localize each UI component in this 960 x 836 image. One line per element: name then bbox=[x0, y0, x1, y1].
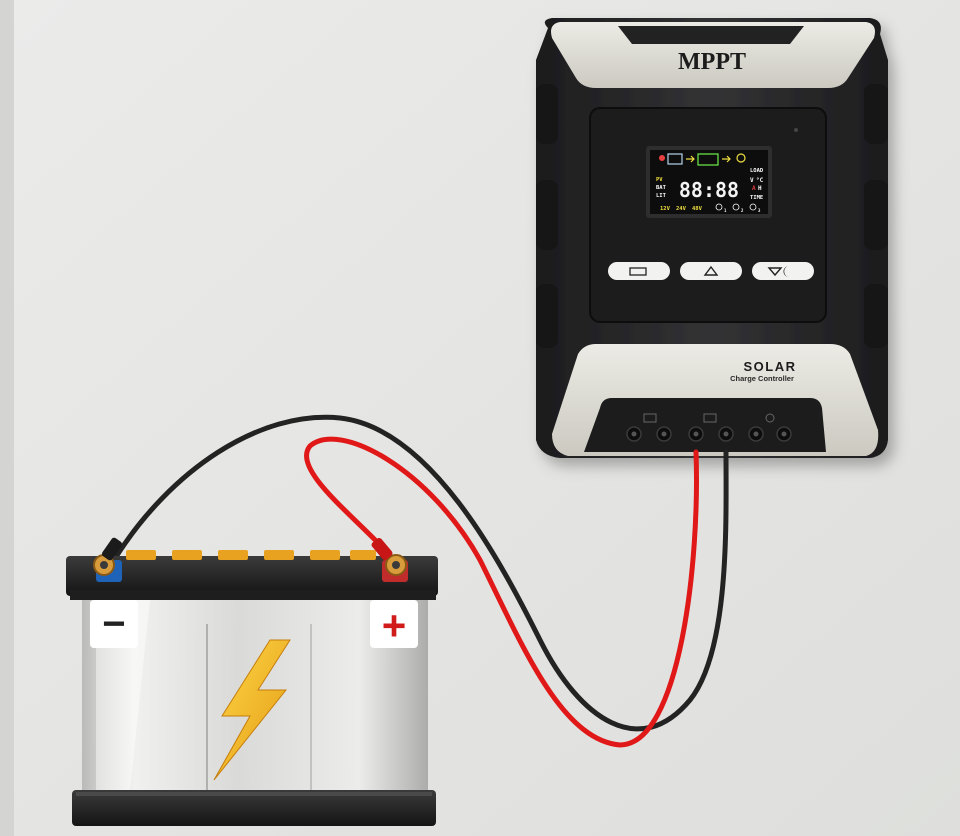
car-battery: − + bbox=[66, 537, 438, 826]
load-port-icon bbox=[765, 413, 775, 423]
lcd-screen bbox=[650, 150, 768, 214]
lcd-label-amp: A bbox=[752, 185, 756, 192]
up-button-cap[interactable] bbox=[680, 262, 742, 280]
lcd-label-celsius: °C bbox=[756, 177, 764, 184]
down-button-cap[interactable] bbox=[752, 262, 814, 280]
vent-cap bbox=[218, 550, 248, 560]
lcd-label-volt: V bbox=[750, 177, 754, 184]
timer-icon bbox=[715, 203, 723, 211]
bulb-icon bbox=[736, 153, 746, 163]
timer-icon bbox=[749, 203, 757, 211]
negative-lug-sleeve bbox=[101, 537, 123, 561]
black-wire bbox=[111, 414, 729, 732]
negative-sign: − bbox=[102, 602, 125, 646]
negative-label-box bbox=[90, 600, 138, 648]
battery-port-icon bbox=[703, 413, 717, 423]
positive-ring-hole bbox=[392, 561, 400, 569]
wires bbox=[111, 414, 729, 748]
lightning-bolt-icon bbox=[213, 639, 291, 781]
timer-number: 2 bbox=[741, 208, 744, 213]
lcd-label-load: LOAD bbox=[750, 168, 764, 174]
battery-base-highlight bbox=[76, 792, 432, 796]
arrow-right-icon bbox=[686, 155, 695, 163]
solar-port-icon bbox=[643, 413, 657, 423]
lcd-label-time: TIME bbox=[750, 195, 763, 201]
terminal-strip bbox=[584, 398, 826, 452]
right-grip-top bbox=[864, 84, 888, 144]
timer-icon bbox=[732, 203, 740, 211]
battery-inner-shade bbox=[310, 624, 312, 794]
vent-cap bbox=[126, 550, 156, 560]
vent-cap bbox=[172, 550, 202, 560]
vent-caps bbox=[126, 550, 376, 560]
left-edge-shade bbox=[0, 0, 14, 836]
left-grip-top bbox=[536, 84, 558, 144]
lcd-voltage-12v: 12V bbox=[660, 206, 671, 212]
up-arrow-icon bbox=[703, 265, 719, 276]
lcd-display: LOAD PV BAT LIT 88:88 V °C A H TIME 12V … bbox=[646, 146, 772, 218]
model-label-charge-controller: Charge Controller bbox=[730, 374, 794, 383]
right-grip-bottom bbox=[864, 284, 888, 348]
sun-icon bbox=[659, 155, 665, 161]
negative-ring-hole bbox=[100, 561, 108, 569]
battery-mode-icon bbox=[629, 267, 647, 276]
status-led bbox=[794, 128, 798, 132]
model-label-solar: SOLAR bbox=[744, 359, 797, 374]
battery-inner-shade bbox=[206, 624, 208, 794]
solar-charge-controller: MPPT SOLAR Charge Controller bbox=[536, 18, 888, 458]
battery-icon bbox=[697, 153, 719, 166]
red-wire bbox=[304, 436, 699, 748]
battery-lid-rim bbox=[70, 590, 436, 600]
positive-label-box bbox=[370, 600, 418, 648]
up-button[interactable] bbox=[680, 262, 742, 280]
top-vent bbox=[618, 26, 804, 44]
arrow-right-icon bbox=[722, 155, 731, 163]
positive-lug-sleeve bbox=[371, 537, 393, 561]
left-grip-mid bbox=[536, 180, 558, 250]
lcd-label-hour: H bbox=[758, 185, 762, 192]
controller-buttons bbox=[608, 262, 814, 280]
lcd-label-lit: LIT bbox=[656, 193, 667, 199]
lcd-voltage-48v: 48V bbox=[692, 206, 703, 212]
battery-base bbox=[72, 790, 436, 826]
menu-button-cap[interactable] bbox=[608, 262, 670, 280]
menu-button[interactable] bbox=[608, 262, 670, 280]
timer-number: 3 bbox=[758, 208, 761, 213]
left-grip-bottom bbox=[536, 284, 558, 348]
timer-number: 1 bbox=[724, 208, 727, 213]
vent-cap bbox=[350, 550, 376, 560]
lcd-voltage-24v: 24V bbox=[676, 206, 687, 212]
vent-cap bbox=[310, 550, 340, 560]
lcd-label-bat: BAT bbox=[656, 185, 667, 191]
vent-cap bbox=[264, 550, 294, 560]
brand-label: MPPT bbox=[678, 49, 746, 75]
terminal-screws bbox=[626, 413, 792, 442]
battery-lid bbox=[66, 556, 438, 596]
lcd-label-pv: PV bbox=[656, 177, 663, 183]
down-arrow-icon bbox=[767, 267, 783, 277]
positive-sign: + bbox=[382, 602, 407, 649]
lcd-digits: 88:88 bbox=[679, 178, 739, 202]
down-button[interactable] bbox=[752, 262, 814, 280]
solar-panel-icon bbox=[667, 153, 683, 165]
right-grip-mid bbox=[864, 180, 888, 250]
